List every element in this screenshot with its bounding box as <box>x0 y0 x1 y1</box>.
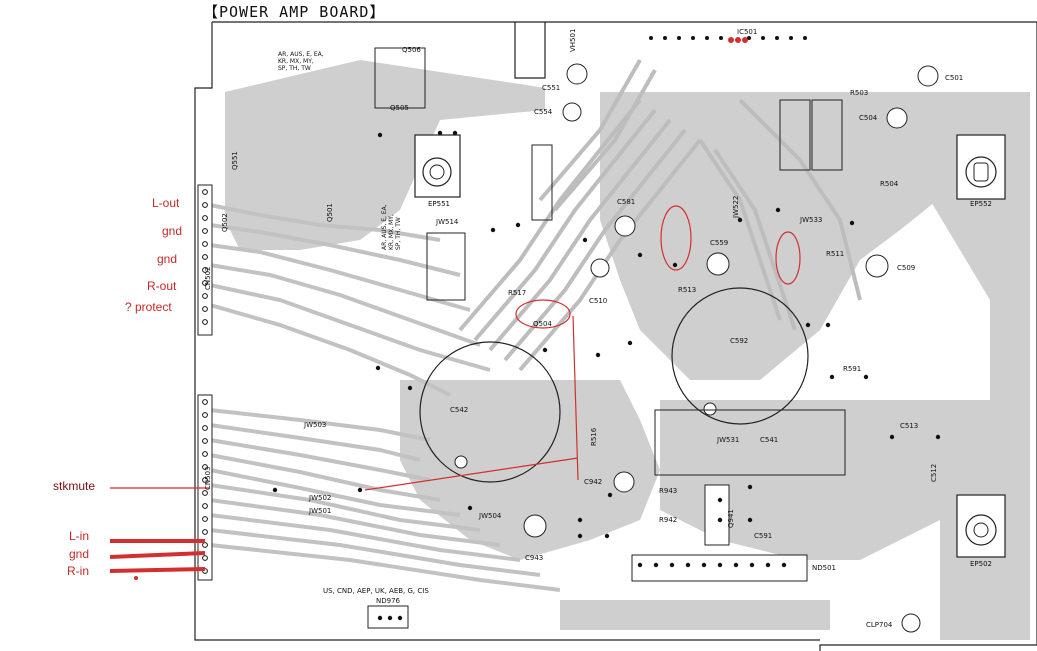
annotation-r-out: R-out <box>147 279 177 293</box>
label-ep551: EP551 <box>428 200 450 208</box>
label-vh501: VH501 <box>569 29 577 52</box>
label-r591: R591 <box>843 365 861 373</box>
c542-capacitor <box>419 341 561 483</box>
ep551-pot <box>414 134 461 198</box>
label-c942: C942 <box>584 478 602 486</box>
label-jw504: JW504 <box>478 512 502 520</box>
label-nd501: ND501 <box>812 564 836 572</box>
label-jw533: JW533 <box>799 216 822 224</box>
pads <box>272 36 941 621</box>
region-note-top-3: SP, TH, TW <box>278 65 311 72</box>
label-jw503: JW503 <box>303 421 326 429</box>
region-note-mid-1: AR, AUS, E, EA, <box>381 204 388 250</box>
label-cn503: CN503 <box>204 467 212 491</box>
label-c512: C512 <box>930 464 938 482</box>
resistor-blocks <box>374 47 843 301</box>
label-jw502: JW502 <box>308 494 331 502</box>
label-r511: R511 <box>826 250 844 258</box>
label-c513: C513 <box>900 422 918 430</box>
label-nd976: ND976 <box>376 597 401 605</box>
label-jw522: JW522 <box>732 196 740 219</box>
label-q505: Q505 <box>390 104 409 112</box>
label-c559: C559 <box>710 239 728 247</box>
red-dot <box>134 576 138 580</box>
label-c591: C591 <box>754 532 772 540</box>
label-r504: R504 <box>880 180 899 188</box>
label-r513: R513 <box>678 286 696 294</box>
label-q501: Q501 <box>326 203 334 222</box>
label-jw531: JW531 <box>716 436 739 444</box>
small-components <box>367 63 939 633</box>
ep502-pot <box>956 494 1006 558</box>
ep552-pot <box>956 134 1006 200</box>
input-wires <box>109 539 206 573</box>
label-r942: R942 <box>659 516 677 524</box>
trace-bundle-left <box>209 203 561 592</box>
annotation-l-in: L-in <box>69 529 90 543</box>
red-probe-lines <box>110 315 579 491</box>
label-q502: Q502 <box>221 213 229 232</box>
label-r943: R943 <box>659 487 677 495</box>
region-note-top-1: AR, AUS, E, EA, <box>278 51 324 58</box>
trace-bundle-top <box>458 59 862 372</box>
label-c501: C501 <box>945 74 963 82</box>
label-c542: C542 <box>450 406 468 414</box>
label-clp704: CLP704 <box>866 621 893 629</box>
label-cn502: CN502 <box>204 267 212 291</box>
label-r516: R516 <box>590 427 598 446</box>
board-title: 【POWER AMP BOARD】 <box>203 3 385 21</box>
label-jw501: JW501 <box>308 507 331 515</box>
board-outline <box>194 21 1037 651</box>
label-c509: C509 <box>897 264 915 272</box>
label-ep552: EP552 <box>970 200 992 208</box>
region-note-mid-3: SP, TH, TW <box>395 217 402 250</box>
annotation-gnd-2: gnd <box>157 252 178 266</box>
label-r503: R503 <box>850 89 868 97</box>
label-c592: C592 <box>730 337 748 345</box>
region-note-top-2: KR, MX, MY, <box>278 58 314 65</box>
region-note-bottom: US, CND, AEP, UK, AEB, G, CIS <box>323 587 429 595</box>
label-q506: Q506 <box>402 46 421 54</box>
ic501-red-pads <box>728 37 748 43</box>
label-q551: Q551 <box>231 151 239 170</box>
annotation-protect: ? protect <box>125 300 172 314</box>
connector-pins <box>202 189 208 574</box>
label-ep502: EP502 <box>970 560 992 568</box>
label-c943: C943 <box>525 554 543 562</box>
label-q504: Q504 <box>533 320 552 328</box>
label-q941: Q941 <box>727 509 735 528</box>
label-c541: C541 <box>760 436 778 444</box>
annotation-gnd-1: gnd <box>162 224 183 238</box>
region-note-mid-2: KR, MX, MY, <box>388 214 395 250</box>
c592-hole <box>703 402 717 416</box>
label-r517: R517 <box>508 289 526 297</box>
label-jw514: JW514 <box>435 218 459 226</box>
annotation-stkmute: stkmute <box>53 479 96 493</box>
cn502-connector <box>197 184 213 336</box>
label-c504: C504 <box>859 114 878 122</box>
label-ic501: IC501 <box>737 28 757 36</box>
annotation-l-out: L-out <box>152 196 180 210</box>
c542-hole <box>454 455 468 469</box>
red-markers <box>515 205 801 329</box>
label-c554: C554 <box>534 108 553 116</box>
label-c551: C551 <box>542 84 560 92</box>
label-c510: C510 <box>589 297 607 305</box>
c592-capacitor <box>671 287 809 425</box>
annotation-gnd-in: gnd <box>69 547 90 561</box>
annotation-r-in: R-in <box>67 564 90 578</box>
label-c581: C581 <box>617 198 635 206</box>
